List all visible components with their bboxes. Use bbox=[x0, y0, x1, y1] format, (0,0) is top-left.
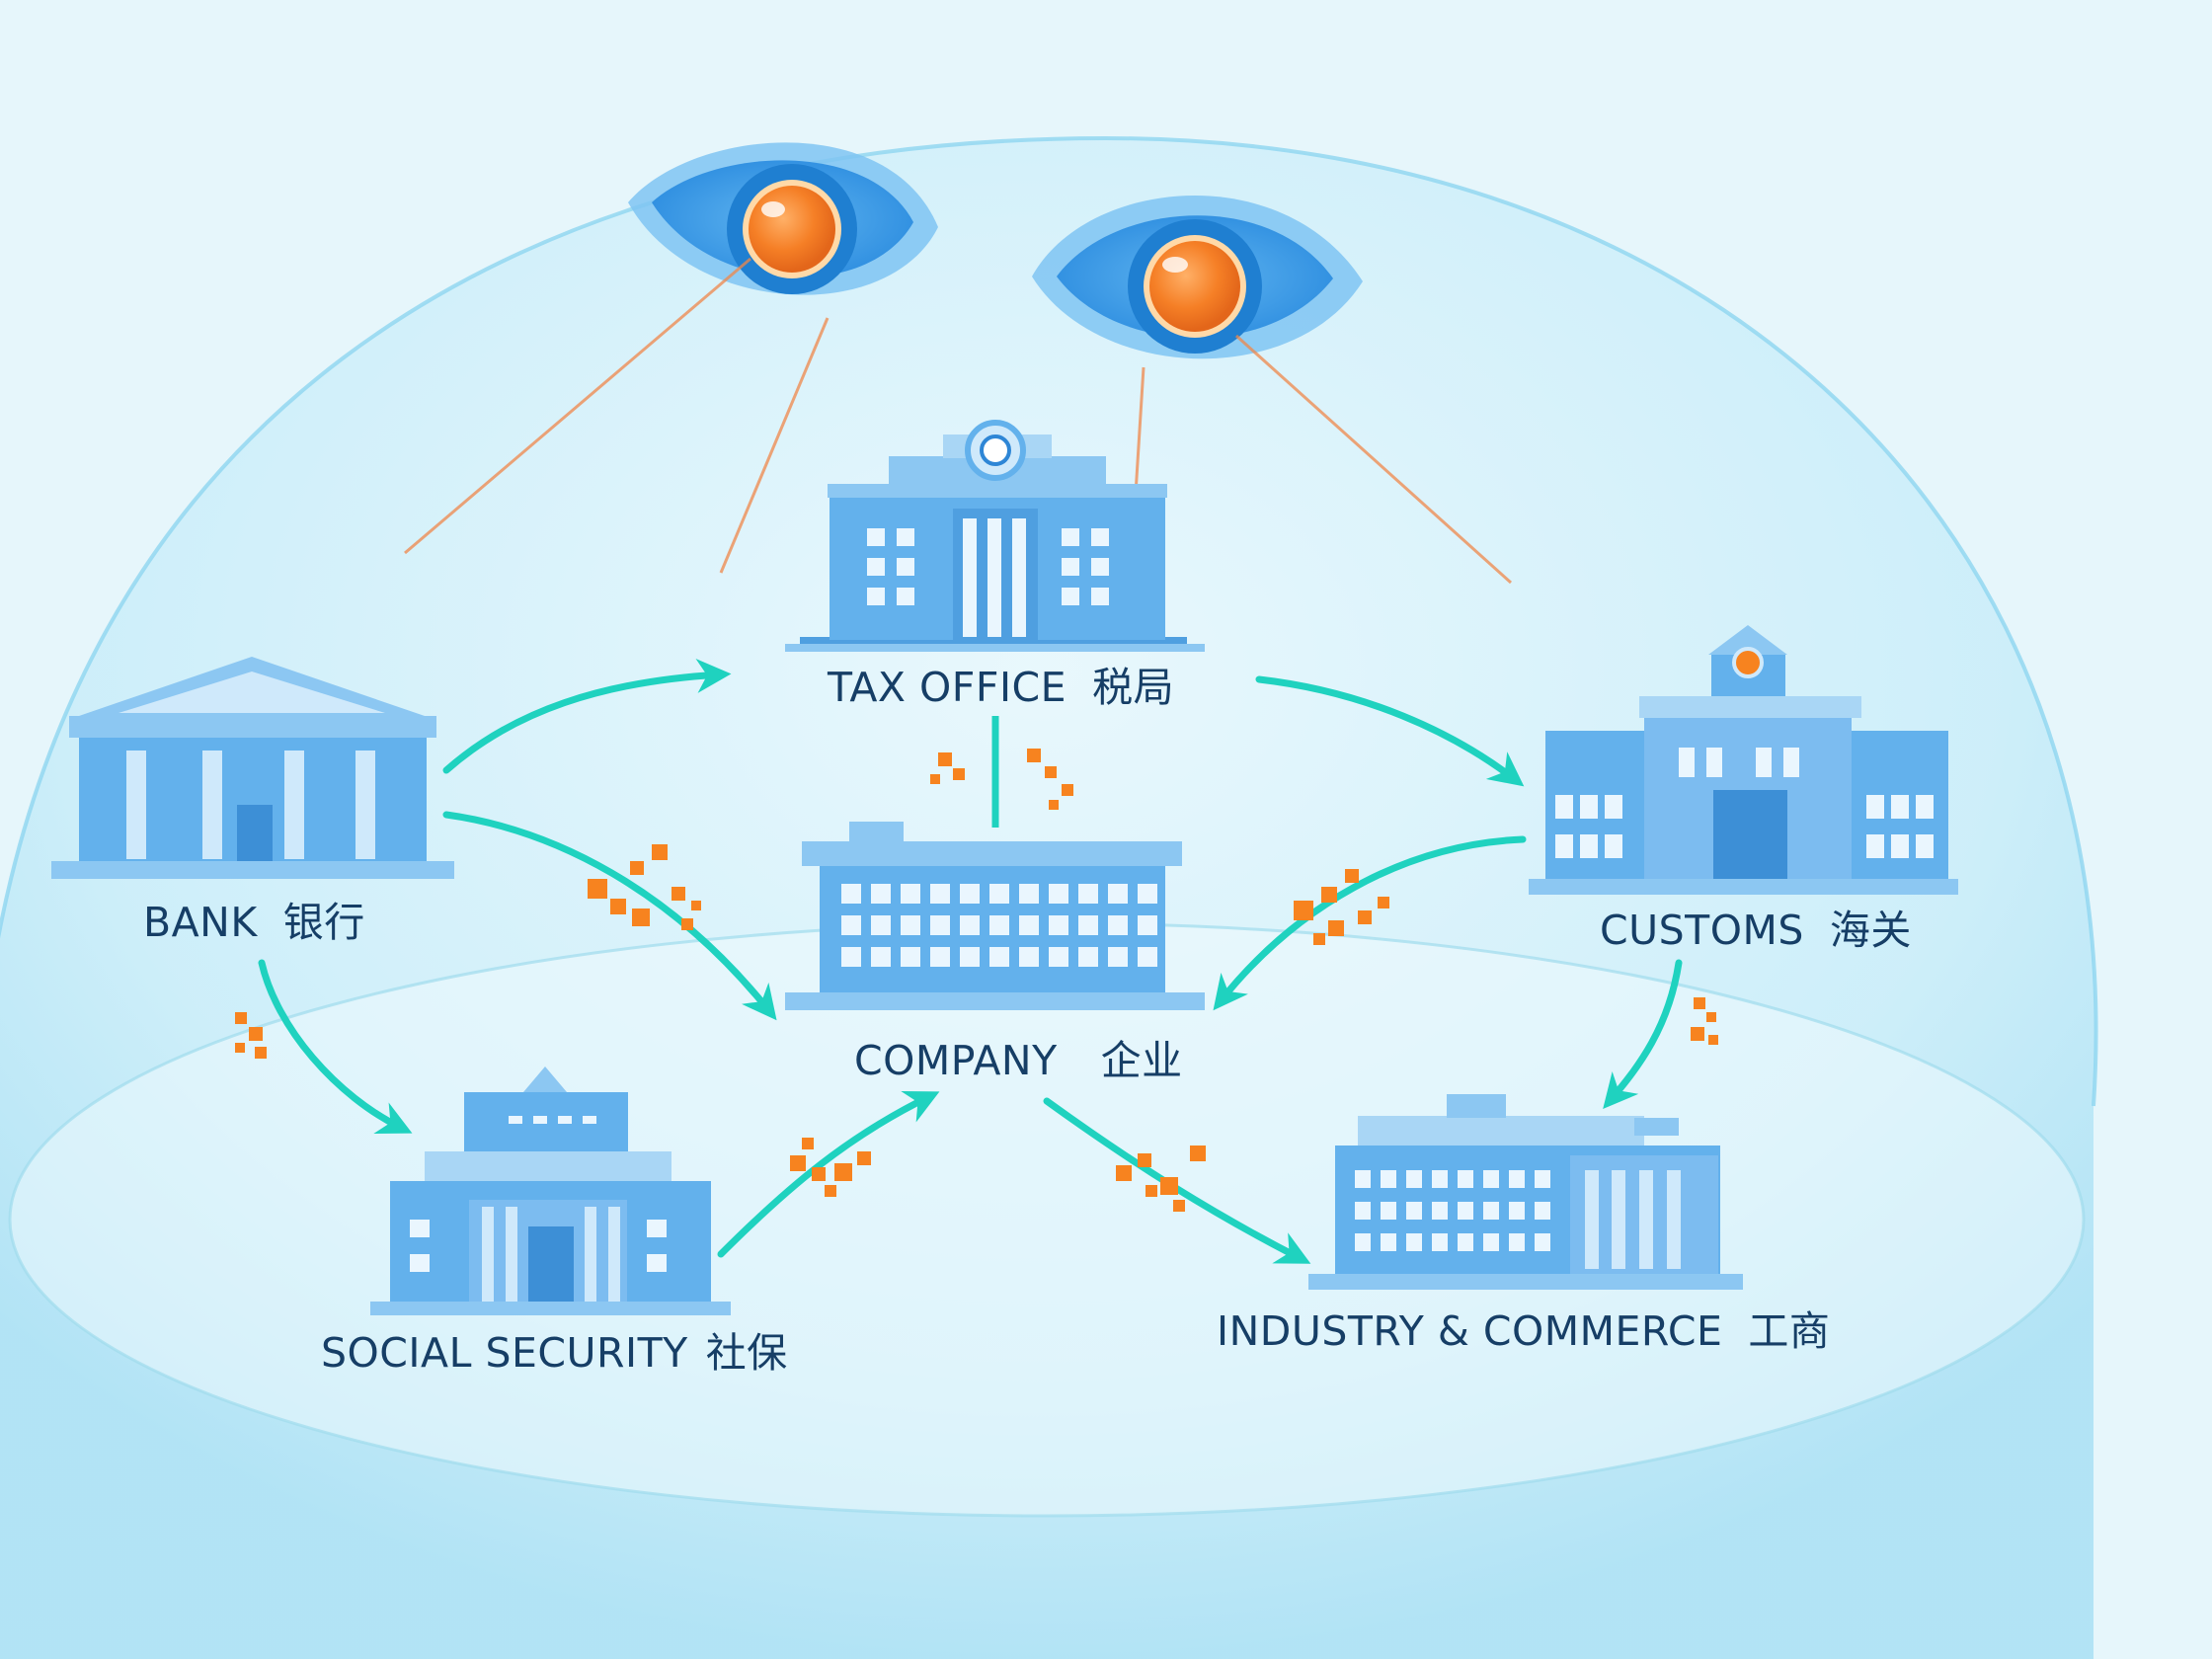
window bbox=[1535, 1202, 1550, 1220]
tax-office-name-zh: 税局 bbox=[1092, 664, 1175, 711]
window bbox=[1355, 1202, 1371, 1220]
watching-eye-right bbox=[1032, 196, 1363, 359]
window bbox=[1483, 1170, 1499, 1188]
window bbox=[1509, 1202, 1525, 1220]
window bbox=[1108, 915, 1128, 935]
window bbox=[1483, 1202, 1499, 1220]
window bbox=[871, 884, 891, 904]
window bbox=[930, 884, 950, 904]
window bbox=[1509, 1170, 1525, 1188]
window bbox=[1078, 915, 1098, 935]
window bbox=[901, 947, 920, 967]
window bbox=[1049, 947, 1068, 967]
window bbox=[1108, 947, 1128, 967]
customs-building bbox=[1529, 625, 1958, 895]
window bbox=[1406, 1170, 1422, 1188]
tax-office-building bbox=[785, 420, 1205, 652]
customs-name: CUSTOMS bbox=[1600, 907, 1804, 954]
window bbox=[1355, 1170, 1371, 1188]
bank-building bbox=[51, 657, 454, 879]
data-particles bbox=[235, 749, 1718, 1212]
window bbox=[1355, 1233, 1371, 1251]
label-customs: CUSTOMS 海关 bbox=[1600, 910, 1912, 951]
window bbox=[1078, 947, 1098, 967]
watching-eye-left bbox=[628, 142, 938, 295]
window bbox=[1432, 1202, 1448, 1220]
window bbox=[1432, 1170, 1448, 1188]
arrow-bank-to-social bbox=[258, 959, 413, 1135]
social-security-building bbox=[370, 1066, 731, 1315]
flow-arrows bbox=[258, 658, 1683, 1264]
industry-commerce-name: INDUSTRY & COMMERCE bbox=[1217, 1307, 1723, 1355]
social-security-name-zh: 社保 bbox=[705, 1329, 788, 1377]
window bbox=[1138, 884, 1157, 904]
arrow-customs-to-company bbox=[1213, 835, 1527, 1011]
window bbox=[1483, 1233, 1499, 1251]
window bbox=[1019, 884, 1039, 904]
window bbox=[1381, 1170, 1396, 1188]
window bbox=[960, 947, 980, 967]
customs-name-zh: 海关 bbox=[1829, 907, 1912, 954]
window bbox=[1458, 1170, 1473, 1188]
bank-name: BANK bbox=[143, 899, 258, 946]
window bbox=[1432, 1233, 1448, 1251]
bank-name-zh: 银行 bbox=[282, 899, 365, 946]
window bbox=[1381, 1233, 1396, 1251]
industry-commerce-name-zh: 工商 bbox=[1748, 1307, 1831, 1355]
window bbox=[841, 884, 861, 904]
eye-beams bbox=[404, 257, 1513, 585]
window bbox=[1108, 884, 1128, 904]
window bbox=[841, 947, 861, 967]
window bbox=[841, 915, 861, 935]
window bbox=[930, 947, 950, 967]
arrow-customs-to-industry bbox=[1603, 959, 1683, 1109]
window bbox=[901, 884, 920, 904]
window bbox=[1535, 1233, 1550, 1251]
window bbox=[1458, 1202, 1473, 1220]
window bbox=[960, 915, 980, 935]
company-building bbox=[785, 822, 1205, 1010]
window bbox=[930, 915, 950, 935]
window bbox=[989, 884, 1009, 904]
window bbox=[1138, 947, 1157, 967]
window bbox=[989, 947, 1009, 967]
window bbox=[960, 884, 980, 904]
industry-commerce-building bbox=[1308, 1094, 1743, 1290]
window bbox=[901, 915, 920, 935]
window bbox=[1019, 947, 1039, 967]
window bbox=[1138, 915, 1157, 935]
window bbox=[871, 915, 891, 935]
social-security-name: SOCIAL SECURITY bbox=[321, 1329, 688, 1377]
window bbox=[1406, 1233, 1422, 1251]
company-name-zh: 企业 bbox=[1100, 1037, 1183, 1084]
arrow-social-to-company bbox=[717, 1091, 940, 1258]
window bbox=[1381, 1202, 1396, 1220]
window bbox=[1049, 884, 1068, 904]
window bbox=[1509, 1233, 1525, 1251]
window bbox=[871, 947, 891, 967]
company-name: COMPANY bbox=[854, 1037, 1058, 1084]
window bbox=[989, 915, 1009, 935]
arrow-bank-to-company bbox=[442, 811, 777, 1021]
arrow-bank-to-tax bbox=[442, 658, 732, 774]
window bbox=[1458, 1233, 1473, 1251]
window bbox=[1049, 915, 1068, 935]
tax-office-name: TAX OFFICE bbox=[828, 664, 1067, 711]
arrow-tax-to-customs bbox=[1255, 675, 1525, 787]
window bbox=[1019, 915, 1039, 935]
window bbox=[1535, 1170, 1550, 1188]
window bbox=[1406, 1202, 1422, 1220]
window bbox=[1078, 884, 1098, 904]
